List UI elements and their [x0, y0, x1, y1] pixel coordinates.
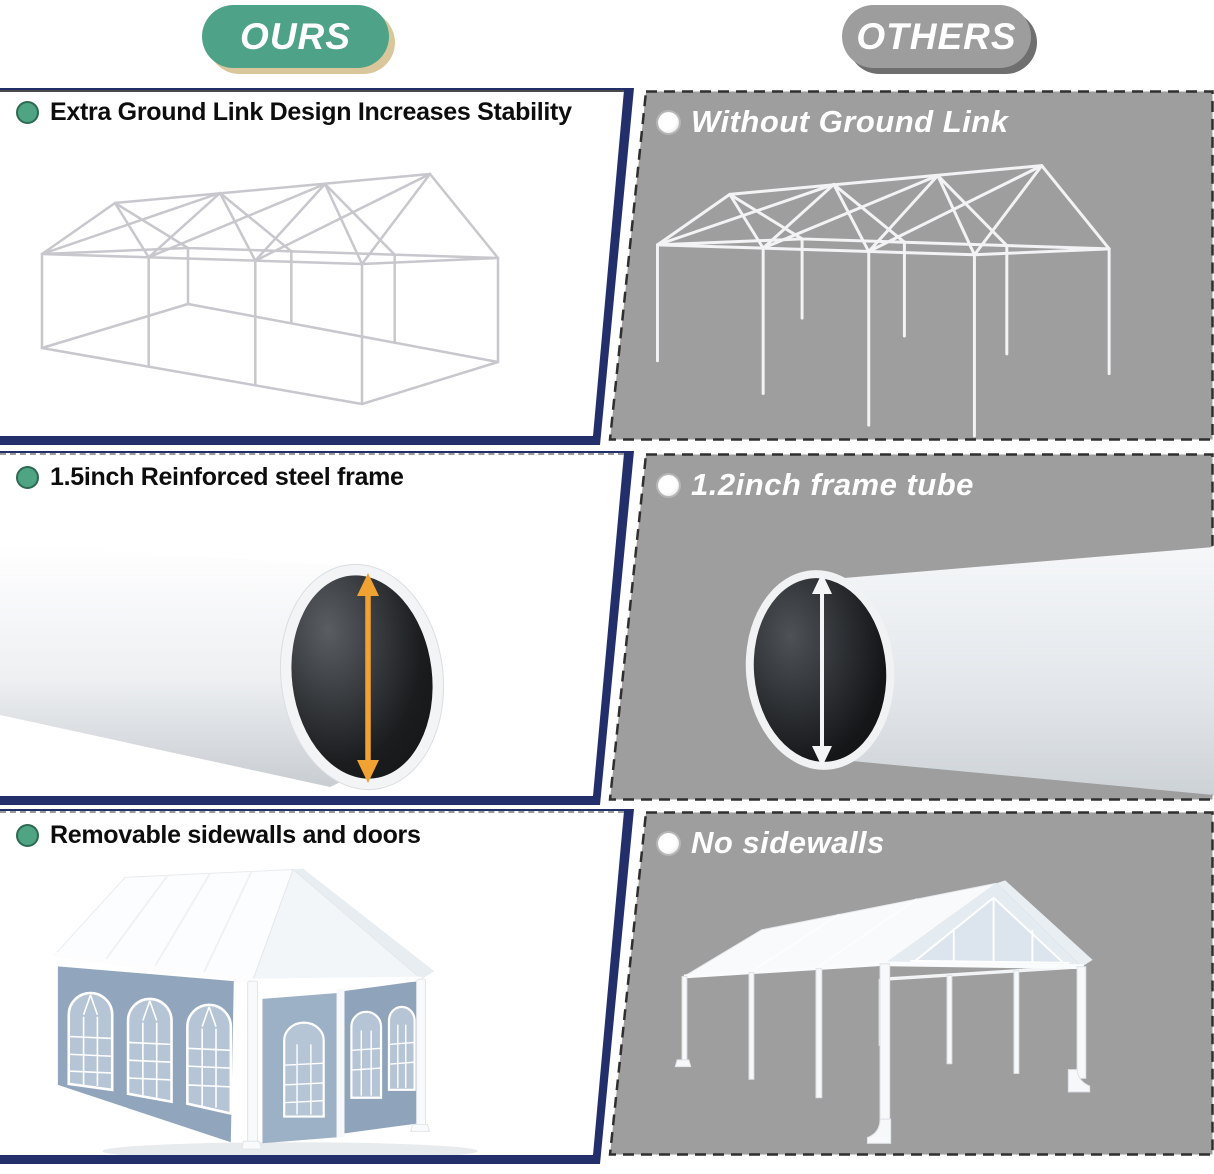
roof-right-slope — [293, 868, 434, 979]
others-badge-label: OTHERS — [856, 15, 1017, 57]
others-panel-shape — [608, 90, 1214, 441]
feature-heading-ours: Removable sidewalls and doors — [16, 821, 421, 850]
ours-panel: 1.5inch Reinforced steel frame — [0, 453, 624, 796]
row-ground-link: Extra Ground Link Design Increases Stabi… — [0, 88, 1214, 445]
others-panel-shape — [608, 811, 1214, 1156]
ours-panel-frame: Extra Ground Link Design Increases Stabi… — [0, 88, 634, 445]
white-dot-icon — [658, 111, 679, 133]
feature-label: Removable sidewalls and doors — [50, 821, 421, 849]
ours-badge: OURS — [202, 5, 389, 68]
feature-label: No sidewalls — [691, 825, 885, 860]
white-dot-icon — [658, 474, 679, 496]
roof-right-slope — [996, 880, 1093, 967]
others-badge: OTHERS — [842, 5, 1031, 68]
feature-heading-others: Without Ground Link — [658, 104, 1008, 140]
steel-tube-with-orange-diameter-arrow — [0, 467, 600, 797]
tent-leg — [674, 963, 892, 1144]
ours-badge-label: OURS — [240, 15, 351, 57]
feature-heading-others: 1.2inch frame tube — [658, 467, 974, 503]
feature-heading-ours: Extra Ground Link Design Increases Stabi… — [16, 98, 572, 127]
left-eave-rail — [683, 961, 886, 979]
party-tent-with-sidewalls-and-windows — [0, 825, 600, 1161]
ground-link-rails — [42, 304, 498, 404]
green-dot-icon — [16, 824, 39, 847]
tent-leg — [878, 966, 1091, 1093]
tent-leg — [337, 989, 345, 1137]
feature-heading-ours: 1.5inch Reinforced steel frame — [16, 463, 404, 492]
ours-panel-frame: 1.5inch Reinforced steel frame — [0, 451, 634, 805]
tent-frame-with-ground-link — [12, 136, 592, 436]
ours-panel: Removable sidewalls and doors — [0, 811, 624, 1155]
window-grid — [69, 995, 231, 1108]
white-dot-icon — [658, 832, 679, 854]
tube-opening — [280, 567, 444, 787]
open-canopy-frame-without-sidewalls — [674, 880, 1093, 1144]
tube-body — [0, 543, 386, 787]
panel-top-border — [0, 90, 624, 92]
feature-label: Extra Ground Link Design Increases Stabi… — [50, 98, 572, 126]
tent-leg — [242, 979, 430, 1149]
roof-seams — [104, 871, 251, 974]
gable-truss-lines — [910, 896, 1070, 965]
window — [284, 1007, 414, 1117]
green-dot-icon — [16, 101, 39, 124]
diameter-arrow-icon — [812, 573, 832, 767]
rear-eave-rail — [880, 965, 1083, 982]
roof-gable-inner — [914, 897, 1065, 964]
green-dot-icon — [16, 466, 39, 489]
feature-label: 1.5inch Reinforced steel frame — [50, 463, 404, 491]
roof-eave — [55, 954, 253, 981]
tube-body — [844, 547, 1214, 795]
feature-label: Without Ground Link — [691, 104, 1009, 139]
panel-top-border — [0, 811, 624, 813]
ground-shadow — [102, 1142, 478, 1160]
front-eave-rail — [882, 961, 1084, 970]
ours-panel-frame: Removable sidewalls and doors — [0, 809, 634, 1164]
row-frame-tube: 1.5inch Reinforced steel frame — [0, 451, 1214, 805]
window-grid — [284, 1025, 414, 1115]
others-panel: No sidewalls — [608, 811, 1214, 1156]
row-sidewalls: Removable sidewalls and doors — [0, 809, 1214, 1164]
feature-label: 1.2inch frame tube — [691, 467, 974, 502]
roof-eave — [253, 979, 422, 981]
feature-heading-others: No sidewalls — [658, 825, 885, 861]
others-panel: 1.2inch frame tube — [608, 453, 1214, 801]
ours-panel: Extra Ground Link Design Increases Stabi… — [0, 90, 624, 436]
roof-left-slope — [55, 869, 293, 981]
window — [69, 993, 231, 1114]
roof-seams — [749, 897, 918, 974]
thin-tube-with-white-diameter-arrow — [745, 547, 1214, 795]
others-panel: Without Ground Link — [608, 90, 1214, 441]
panel-top-border — [0, 453, 624, 455]
tent-frame-without-ground-link — [655, 164, 1111, 438]
diameter-arrow-icon — [357, 573, 379, 783]
